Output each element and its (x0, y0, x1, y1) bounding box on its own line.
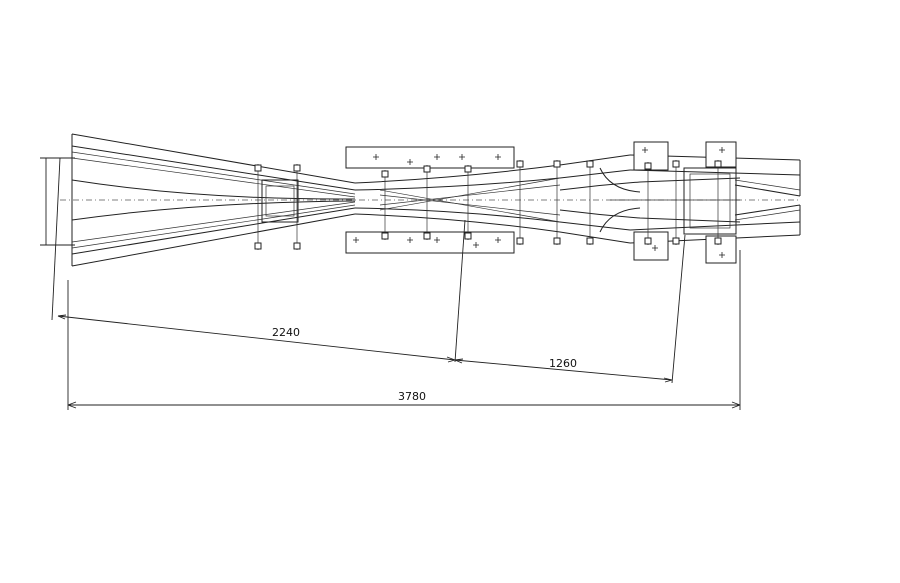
bolt-nut (586, 237, 594, 245)
heel-block (683, 167, 737, 235)
dimension-3780: 3780 (398, 390, 426, 403)
plus-mark (407, 159, 413, 165)
bolt-nut (672, 160, 680, 168)
bolt-nut (516, 160, 524, 168)
base-plates (261, 141, 737, 264)
bolt-nut (464, 165, 472, 173)
dimension-lines (40, 157, 741, 410)
plus-mark (353, 237, 359, 243)
bolt-nut (553, 160, 561, 168)
bolt-nut (381, 232, 389, 240)
bolt-nut (644, 237, 652, 245)
plus-mark (407, 237, 413, 243)
bolt-nut (381, 170, 389, 178)
bolt-nut (254, 164, 262, 172)
bolt-nut (254, 242, 262, 250)
plus-mark (434, 237, 440, 243)
bolt-nut (516, 237, 524, 245)
bolt-nut (464, 232, 472, 240)
plus-mark (434, 154, 440, 160)
bolt-nut (586, 160, 594, 168)
filler-block (261, 179, 299, 223)
bolt-nut (714, 160, 722, 168)
bolt-nut (423, 232, 431, 240)
bolt-nut (293, 164, 301, 172)
plus-mark (719, 147, 725, 153)
plus-mark (495, 237, 501, 243)
plus-mark (473, 242, 479, 248)
bolt-nut (714, 237, 722, 245)
plus-mark (459, 154, 465, 160)
plus-mark (719, 252, 725, 258)
plate-bottom-right-1 (633, 231, 669, 261)
bolts (254, 160, 722, 250)
bolt-nut (644, 162, 652, 170)
plate-marks (353, 147, 725, 258)
bolt-nut (293, 242, 301, 250)
plate-top-center (345, 146, 515, 169)
bolt-nut (672, 237, 680, 245)
rails-left (60, 133, 800, 267)
bolt-nut (423, 165, 431, 173)
plus-mark (495, 154, 501, 160)
plus-mark (652, 245, 658, 251)
plus-mark (373, 154, 379, 160)
dimension-1260: 1260 (549, 357, 577, 370)
rails-center (354, 154, 741, 244)
dimension-2240: 2240 (272, 326, 300, 339)
plus-mark (642, 147, 648, 153)
bolt-nut (553, 237, 561, 245)
